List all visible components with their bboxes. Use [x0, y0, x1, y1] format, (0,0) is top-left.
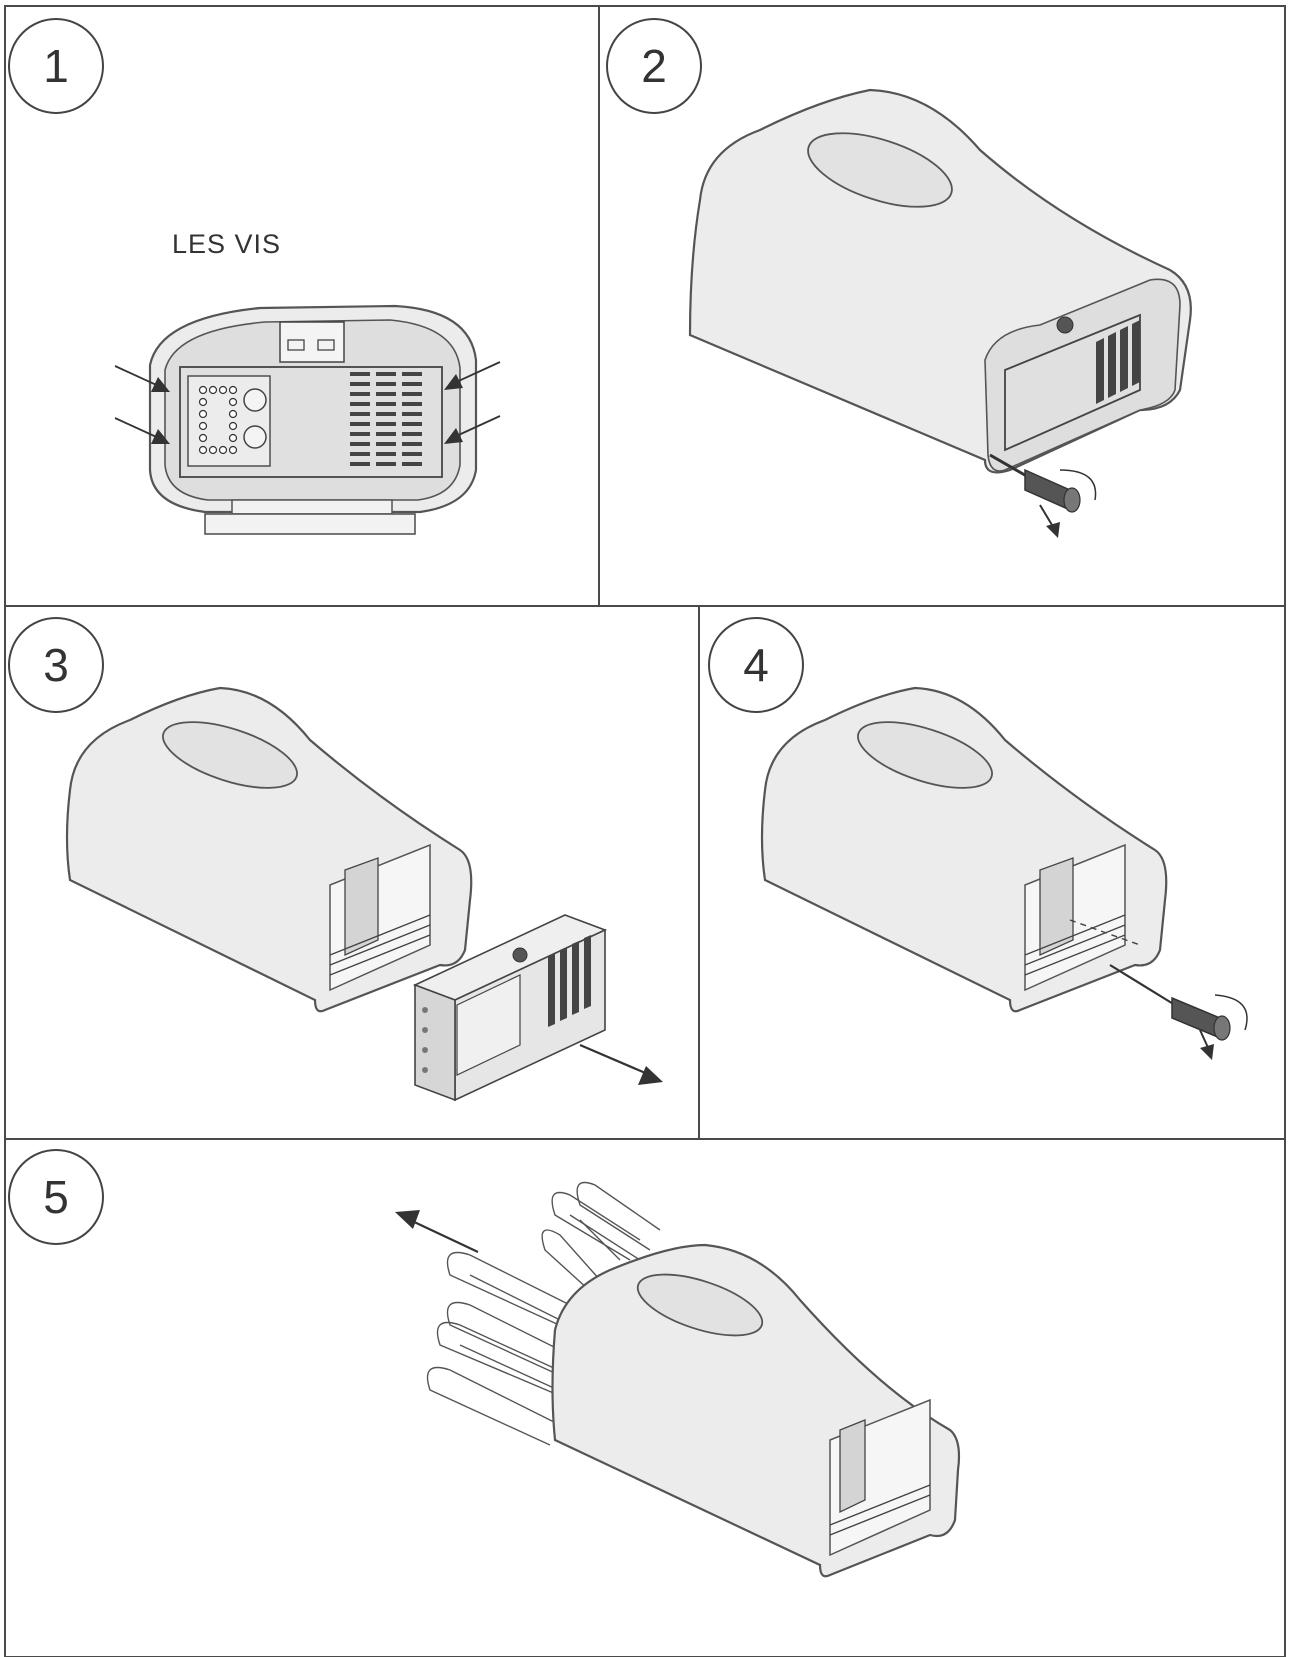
step-badge-2: 2	[606, 18, 702, 114]
pull-direction-arrow	[395, 1210, 479, 1253]
top-recess	[857, 721, 993, 789]
step-number-4: 4	[743, 639, 769, 691]
pull-direction-arrow	[579, 1043, 663, 1085]
vent-grille	[350, 372, 422, 466]
screws-caption: LES VIS	[172, 229, 281, 259]
rear-knob	[1056, 316, 1074, 334]
top-recess	[807, 132, 953, 208]
screw-arrows	[114, 361, 501, 444]
top-recess	[636, 1273, 764, 1337]
panel-1-front-view: LES VIS	[114, 229, 501, 535]
heating-elements	[426, 1181, 661, 1446]
step-number-3: 3	[43, 639, 69, 691]
base-plate	[204, 513, 416, 535]
knob-bottom	[243, 425, 267, 449]
panel-4-loosen-screw	[760, 686, 1248, 1060]
terminal-block	[198, 385, 238, 455]
heater-housing-open	[760, 686, 1168, 1013]
heater-housing-open	[65, 686, 473, 1013]
control-box	[412, 914, 608, 1102]
rear-vent-grille	[1096, 320, 1140, 404]
step-number-1: 1	[43, 40, 69, 92]
screwdriver	[989, 453, 1097, 538]
rear-control-panel	[1004, 313, 1141, 452]
heater-housing-open	[551, 1243, 961, 1578]
panel-2-isometric-view	[688, 88, 1192, 538]
step-badge-1: 1	[8, 18, 104, 114]
screwdriver	[1109, 964, 1248, 1060]
step-number-2: 2	[641, 40, 667, 92]
step-badge-4: 4	[708, 617, 804, 713]
step-number-5: 5	[43, 1171, 69, 1223]
top-bracket	[279, 321, 345, 363]
step-badge-3: 3	[8, 617, 104, 713]
panel-3-remove-control-box	[65, 686, 663, 1102]
base-stand	[231, 499, 393, 515]
panel-grid	[4, 5, 1286, 1657]
panel-5-remove-heating-elements	[395, 1181, 961, 1578]
top-recess	[162, 721, 298, 789]
knob-top	[243, 388, 267, 412]
step-badge-5: 5	[8, 1149, 104, 1245]
